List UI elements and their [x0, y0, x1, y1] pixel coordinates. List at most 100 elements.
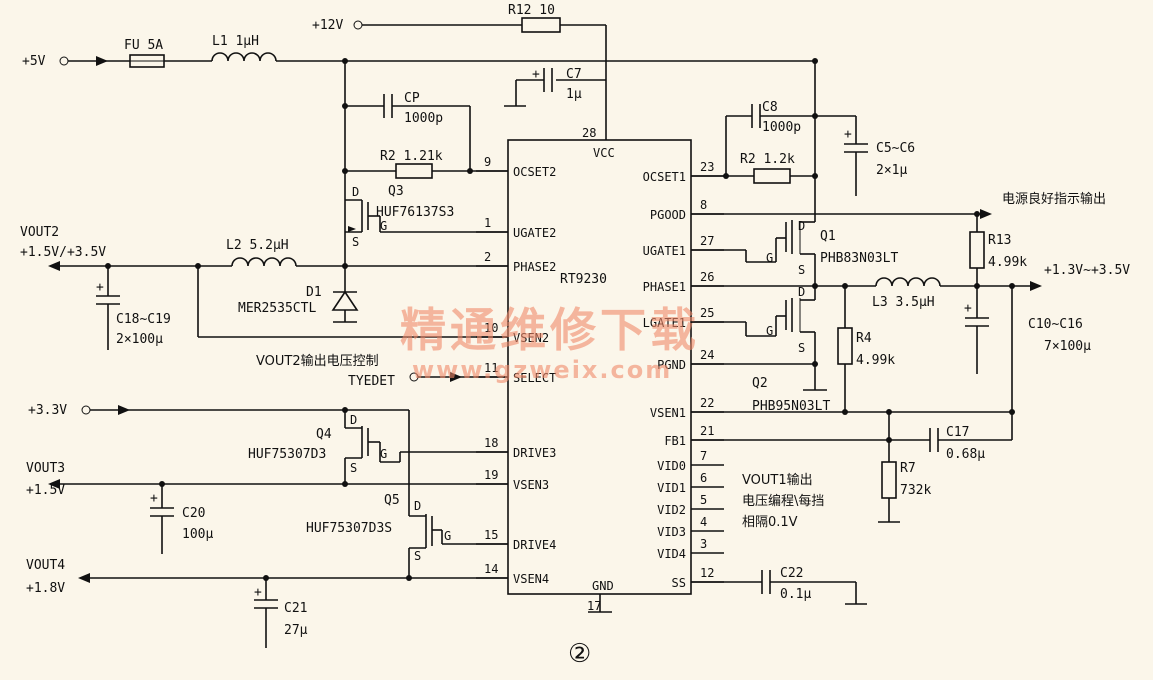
ic-pin-label: VSEN2	[513, 331, 549, 345]
label-3v3: +3.3V	[28, 403, 67, 418]
ic-pin-label: PGND	[657, 358, 686, 372]
ic-pin-number: 18	[484, 436, 498, 450]
ic-pin-number: 23	[700, 160, 714, 174]
label-r7-value: 732k	[900, 483, 931, 498]
ic-pin-number: 22	[700, 396, 714, 410]
label-r2-right: R2 1.2k	[740, 152, 795, 167]
svg-text:+: +	[150, 491, 158, 506]
ic-pins-right: 23OCSET18PGOOD27UGATE126PHASE125LGATE124…	[643, 160, 724, 590]
label-d1-model: MER2535CTL	[238, 301, 316, 316]
ic-pin-label: VID0	[657, 459, 686, 473]
label-vout1: +1.3V~+3.5V	[1044, 263, 1130, 278]
ic-pin-number: 11	[484, 361, 498, 375]
label-c10: C10~C16	[1028, 317, 1083, 332]
inductor-l3	[875, 277, 941, 287]
terminal-12v	[353, 20, 363, 30]
label-c7: C7	[566, 67, 582, 82]
ic-pin-label: VSEN4	[513, 572, 549, 586]
label-r12: R12 10	[508, 3, 555, 18]
label-q5: Q5	[384, 493, 400, 508]
q2-source-letter: S	[798, 341, 805, 355]
svg-text:+: +	[964, 301, 972, 316]
ic-pin-number: 15	[484, 528, 498, 542]
q4-drain-letter: D	[350, 413, 357, 427]
ic-pin-label: VID1	[657, 481, 686, 495]
label-vid-note-3: 相隔0.1V	[742, 515, 798, 530]
label-l3: L3 3.5μH	[872, 295, 935, 310]
label-q2-model: PHB95N03LT	[752, 399, 830, 414]
label-fu: FU 5A	[124, 38, 163, 53]
resistor-r12	[521, 17, 561, 33]
label-vout3: VOUT3	[26, 461, 65, 476]
pin-gnd-label: GND	[592, 579, 614, 593]
svg-text:+: +	[844, 127, 852, 142]
watermark-text: 精通维修下载	[400, 303, 700, 357]
label-vout2-ctrl: VOUT2输出电压控制	[256, 353, 379, 369]
ic-name: RT9230	[560, 272, 607, 287]
q4-gate-letter: G	[380, 447, 387, 461]
ic-pin-label: VID4	[657, 547, 686, 561]
q3-source-letter: S	[352, 235, 359, 249]
ic-pin-label: VID3	[657, 525, 686, 539]
ic-pin-label: OCSET1	[643, 170, 686, 184]
label-vid-note-2: 电压编程\每挡	[742, 493, 824, 509]
ic-pin-label: PHASE1	[643, 280, 686, 294]
label-pgood-output: 电源良好指示输出	[1002, 191, 1106, 207]
inductor-l2	[231, 257, 297, 267]
label-r2-left: R2 1.21k	[380, 149, 443, 164]
label-cp-value: 1000p	[404, 111, 443, 126]
label-c21: C21	[284, 601, 307, 616]
label-q1-model: PHB83N03LT	[820, 251, 898, 266]
label-vout4-value: +1.8V	[26, 581, 65, 596]
ic-pin-number: 27	[700, 234, 714, 248]
ic-pin-label: VSEN1	[650, 406, 686, 420]
label-r7: R7	[900, 461, 916, 476]
ic-pin-label: SS	[672, 576, 686, 590]
label-c22: C22	[780, 566, 803, 581]
label-r4: R4	[856, 331, 872, 346]
ic-pin-number: 4	[700, 515, 707, 529]
label-c8-value: 1000p	[762, 120, 801, 135]
label-q3: Q3	[388, 184, 404, 199]
label-r4-value: 4.99k	[856, 353, 895, 368]
ic-pin-label: FB1	[664, 434, 686, 448]
label-q2: Q2	[752, 376, 768, 391]
ic-pin-label: VSEN3	[513, 478, 549, 492]
label-c21-value: 27μ	[284, 623, 308, 638]
ic-pin-label: PGOOD	[650, 208, 686, 222]
resistor-r4	[837, 327, 853, 365]
label-d1: D1	[306, 285, 322, 300]
label-c17-value: 0.68μ	[946, 447, 985, 462]
pin-gnd-number: 17	[587, 599, 601, 613]
label-q4: Q4	[316, 427, 332, 442]
resistor-r2-right	[753, 168, 791, 184]
label-c18-value: 2×100μ	[116, 332, 163, 347]
ic-pin-number: 26	[700, 270, 714, 284]
ic-pin-number: 14	[484, 562, 498, 576]
q4-source-letter: S	[350, 461, 357, 475]
label-c5-value: 2×1μ	[876, 163, 907, 178]
ic-pin-label: UGATE1	[643, 244, 686, 258]
inductor-l1	[211, 52, 277, 62]
ic-pin-number: 12	[700, 566, 714, 580]
label-cp: CP	[404, 91, 420, 106]
ic-pin-label: PHASE2	[513, 260, 556, 274]
figure-number: ②	[568, 639, 591, 669]
ic-pin-number: 5	[700, 493, 707, 507]
label-q4-model: HUF75307D3	[248, 447, 326, 462]
q2-drain-letter: D	[798, 285, 805, 299]
label-vid-note-1: VOUT1输出	[742, 472, 813, 488]
ic-pin-number: 8	[700, 198, 707, 212]
ic-pin-number: 1	[484, 216, 491, 230]
label-c8: C8	[762, 100, 778, 115]
label-c20-value: 100μ	[182, 527, 213, 542]
ic-pin-label: DRIVE3	[513, 446, 556, 460]
q1-gate-letter: G	[766, 251, 773, 265]
label-l1: L1 1μH	[212, 34, 259, 49]
label-c10-value: 7×100μ	[1044, 339, 1091, 354]
mosfet-q1	[691, 220, 816, 286]
label-q5-model: HUF75307D3S	[306, 521, 392, 536]
ic-pin-number: 21	[700, 424, 714, 438]
ic-pins-left: 9OCSET21UGATE22PHASE210VSEN211SELECT18DR…	[476, 155, 556, 586]
